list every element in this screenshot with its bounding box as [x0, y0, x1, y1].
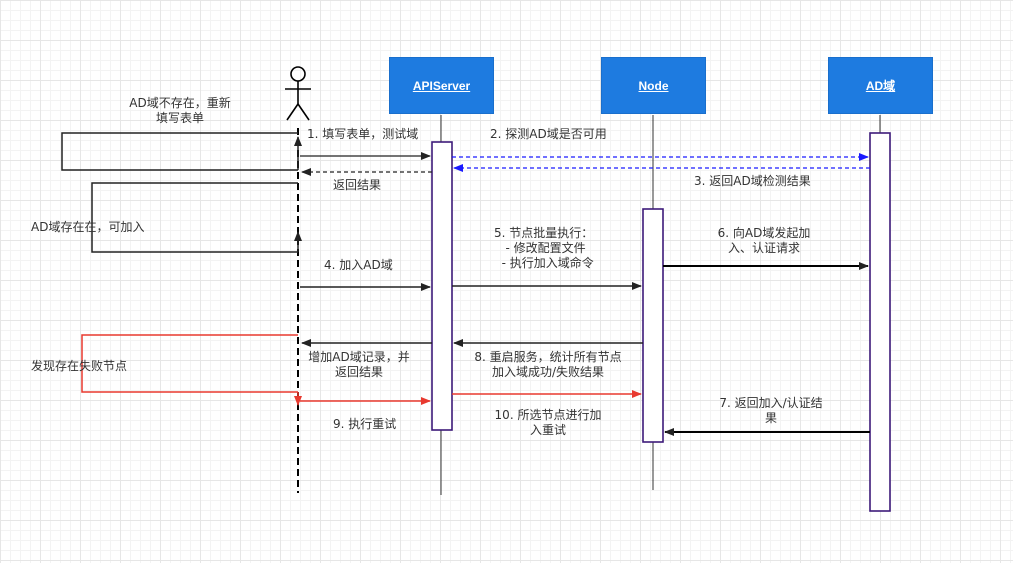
- label-m4: 4. 加入AD域: [324, 258, 393, 272]
- apiserver-activation: [431, 141, 453, 431]
- node-activation: [642, 208, 664, 443]
- participant-node: Node: [601, 57, 706, 114]
- label-m7: 7. 返回加入/认证结 果: [719, 396, 823, 425]
- label-m5: 5. 节点批量执行： - 修改配置文件 - 执行加入域命令: [494, 226, 594, 270]
- participant-apiserver: APIServer: [389, 57, 494, 114]
- participant-ad: AD域: [828, 57, 933, 114]
- label-m8b: 增加AD域记录，并 返回结果: [308, 350, 410, 379]
- note-failed: 发现存在失败节点: [31, 359, 128, 373]
- label-m1: 1. 填写表单，测试域: [307, 127, 419, 141]
- label-m10: 10. 所选节点进行加 入重试: [494, 408, 602, 437]
- ad-activation: [869, 132, 891, 512]
- label-return1: 返回结果: [333, 178, 382, 192]
- note-not-exist: AD域不存在，重新 填写表单: [129, 96, 231, 125]
- label-m8: 8. 重启服务，统计所有节点 加入域成功/失败结果: [474, 350, 622, 379]
- label-m3: 3. 返回AD域检测结果: [694, 174, 811, 188]
- loop-exist: [91, 182, 298, 253]
- label-m6: 6. 向AD域发起加 入、认证请求: [717, 226, 811, 255]
- note-exist: AD域存在在，可加入: [31, 220, 145, 234]
- loop-failed: [81, 334, 298, 393]
- user-actor-icon: [285, 66, 311, 121]
- loop-not-exist: [61, 132, 298, 171]
- label-m2: 2. 探测AD域是否可用: [490, 127, 607, 141]
- label-m9: 9. 执行重试: [333, 417, 397, 431]
